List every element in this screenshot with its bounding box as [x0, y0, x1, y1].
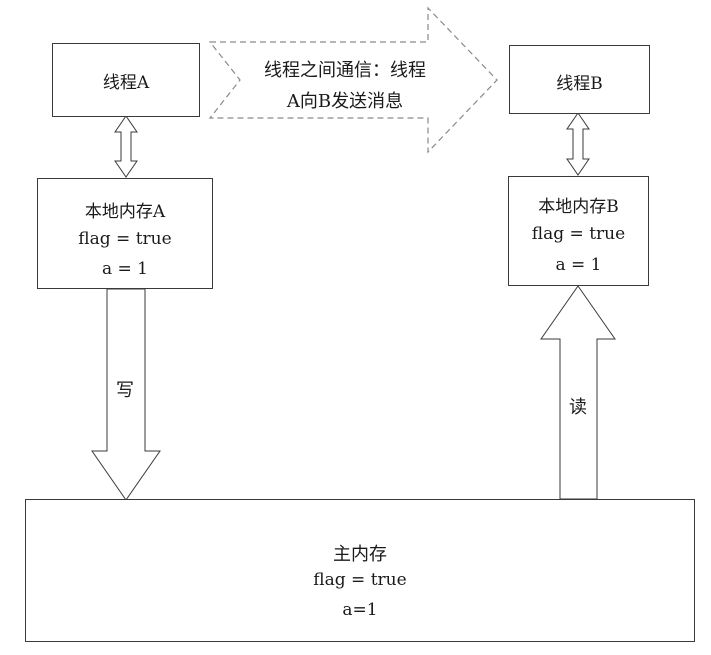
local-memory-a-flag: flag = true	[78, 229, 172, 249]
local-memory-b-flag: flag = true	[531, 224, 626, 244]
thread-b-memory-link	[566, 112, 590, 176]
write-arrow	[91, 288, 161, 501]
read-label: 读	[569, 397, 587, 418]
local-memory-b-title: 本地内存B	[538, 197, 619, 217]
main-memory-box: 主内存 flag = true a=1	[25, 499, 695, 642]
thread-b-label: 线程B	[556, 74, 603, 94]
thread-b-box: 线程B	[509, 45, 650, 114]
thread-a-memory-link	[114, 115, 138, 178]
thread-a-label: 线程A	[102, 73, 150, 93]
main-memory-flag: flag = true	[313, 570, 407, 590]
local-memory-a-value: a = 1	[101, 259, 148, 279]
main-memory-value: a=1	[342, 600, 378, 620]
thread-a-box: 线程A	[52, 43, 200, 117]
main-memory-title: 主内存	[333, 544, 387, 565]
message-arrow	[208, 6, 498, 154]
local-memory-a-title: 本地内存A	[84, 202, 166, 222]
local-memory-b-value: a = 1	[555, 255, 602, 275]
write-label: 写	[116, 380, 134, 401]
message-line-2: A向B发送消息	[286, 91, 404, 112]
local-memory-a-box: 本地内存A flag = true a = 1	[37, 178, 213, 289]
message-line-1: 线程之间通信：线程	[264, 60, 426, 81]
local-memory-b-box: 本地内存B flag = true a = 1	[508, 176, 649, 286]
